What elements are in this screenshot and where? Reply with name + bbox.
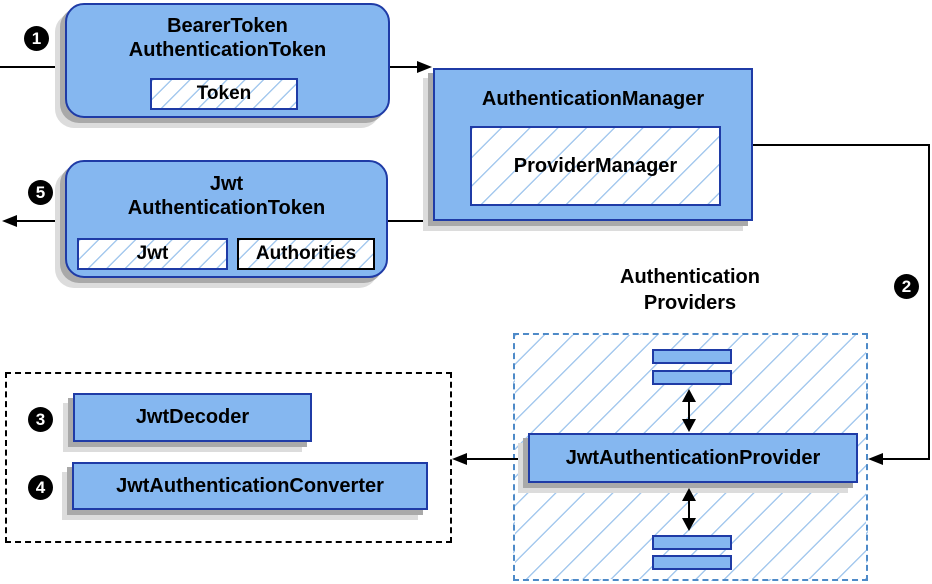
double-arrow-down-icon (682, 518, 696, 531)
provider-placeholder-bar (652, 370, 732, 385)
token-field-label: Token (196, 83, 252, 104)
arrowhead-response-out-icon (2, 215, 17, 227)
flow-line-bearer-to-manager (390, 66, 418, 68)
double-arrow-down-icon (682, 419, 696, 432)
step-badge-5: 5 (28, 180, 53, 205)
provider-manager-field: ProviderManager (470, 126, 721, 206)
provider-placeholder-bar (652, 349, 732, 364)
authentication-providers-label: Authentication Providers (565, 264, 815, 316)
jwt-authentication-converter-node: JwtAuthenticationConverter (72, 462, 428, 510)
authentication-providers-label-line2: Providers (643, 292, 737, 314)
provider-placeholder-bar (652, 535, 732, 550)
flow-line-manager-to-jwt-token (388, 220, 433, 222)
flow-line-provider-to-decoder (465, 458, 528, 460)
arrowhead-into-manager-icon (417, 61, 432, 73)
authentication-manager-title: AuthenticationManager (481, 88, 705, 110)
bearer-token-title-line1: BearerToken (167, 15, 288, 37)
jwt-authentication-provider-label: JwtAuthenticationProvider (565, 447, 821, 469)
double-arrow-up-icon (682, 389, 696, 402)
jwt-authentication-converter-label: JwtAuthenticationConverter (116, 475, 384, 497)
bearer-token-title-line2: AuthenticationToken (128, 39, 327, 61)
jwt-decoder-node: JwtDecoder (73, 393, 312, 442)
flow-line-into-providers (881, 458, 929, 460)
double-arrow-up-icon (682, 488, 696, 501)
authentication-providers-label-line1: Authentication (620, 266, 760, 288)
arrowhead-into-decoder-group-icon (452, 453, 467, 465)
double-arrow-shaft (688, 498, 690, 522)
step-badge-3: 3 (28, 407, 53, 432)
authorities-field: Authorities (237, 238, 375, 270)
provider-manager-label: ProviderManager (513, 155, 678, 177)
flow-line-response-out (15, 220, 65, 222)
provider-placeholder-bar (652, 555, 732, 570)
flow-line-request-in (0, 66, 65, 68)
token-field: Token (150, 78, 298, 110)
step-badge-1: 1 (24, 26, 49, 51)
jwt-token-title-line2: AuthenticationToken (127, 197, 326, 219)
double-arrow-shaft (688, 399, 690, 423)
decoder-converter-group-frame (5, 372, 452, 543)
authorities-field-label: Authorities (255, 243, 357, 264)
jwt-authentication-provider-node: JwtAuthenticationProvider (528, 433, 858, 483)
flow-line-right-vertical (928, 144, 930, 460)
jwt-token-title-line1: Jwt (209, 173, 244, 195)
arrowhead-into-providers-icon (868, 453, 883, 465)
bearer-token-authentication-token-node: BearerToken AuthenticationToken (65, 3, 390, 118)
jwt-decoder-label: JwtDecoder (135, 406, 250, 428)
jwt-field-label: Jwt (136, 243, 169, 264)
step-badge-2: 2 (894, 274, 919, 299)
jwt-field: Jwt (77, 238, 228, 270)
flow-line-manager-right (753, 144, 929, 146)
step-badge-4: 4 (28, 475, 53, 500)
